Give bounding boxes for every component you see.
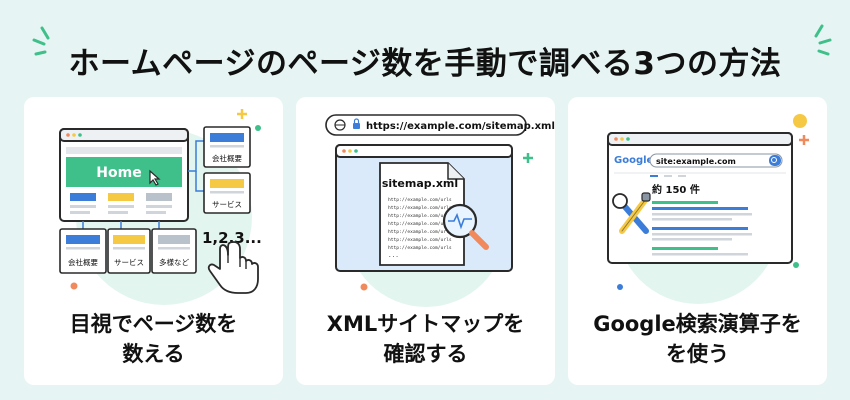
file-line: http://example.com/urls xyxy=(388,229,452,235)
plus-icon xyxy=(523,153,533,163)
lock-icon xyxy=(353,123,360,129)
sparkle-left-icon xyxy=(32,26,50,56)
plus-icon xyxy=(799,135,809,145)
method-label-line1: XMLサイトマップを xyxy=(326,312,525,336)
search-input[interactable]: site:example.com xyxy=(649,153,783,168)
method-label-line2: 確認する xyxy=(383,342,468,366)
file-name: sitemap.xml xyxy=(382,177,458,190)
file-line: http://example.com/urls xyxy=(388,213,452,219)
home-label: Home xyxy=(96,165,141,181)
page-label: サービス xyxy=(212,200,242,209)
sitemap-xml-illustration: https://example.com/sitemap.xml sitemap.… xyxy=(325,114,555,307)
result-count: 約 150 件 xyxy=(652,183,700,196)
search-icon[interactable] xyxy=(769,155,781,166)
page-label: 多様など xyxy=(159,257,189,267)
search-result-illustration: Google site:example.com 約 150 件 xyxy=(607,114,809,304)
google-logo: Google xyxy=(614,155,654,166)
method-card-google-search: Google site:example.com 約 150 件 xyxy=(568,97,827,385)
address-bar[interactable]: https://example.com/sitemap.xml xyxy=(325,114,555,136)
file-line: http://example.com/urls xyxy=(388,221,452,227)
method-card-xml-sitemap: https://example.com/sitemap.xml sitemap.… xyxy=(296,97,555,385)
pointing-hand-icon xyxy=(207,241,259,294)
tools-icon xyxy=(612,192,651,234)
page-thumbnail-company: 会社概要 xyxy=(203,126,251,168)
method-label-line2: を使う xyxy=(666,342,729,366)
count-text: 1,2,3... xyxy=(202,229,262,247)
sparkle-right-icon xyxy=(814,24,832,56)
magnifier-icon xyxy=(442,203,489,250)
page-label: サービス xyxy=(114,258,144,267)
page-title: ホームページのページ数を手動で調べる3つの方法 xyxy=(68,46,782,82)
search-query: site:example.com xyxy=(656,157,736,166)
method-card-visual-count: Home 会社概要 サー xyxy=(24,97,283,385)
method-label: XMLサイトマップを 確認する xyxy=(296,309,555,369)
file-dots: ... xyxy=(388,252,399,259)
plus-icon xyxy=(237,109,247,119)
page-thumbnail-service: サービス xyxy=(203,172,251,214)
file-line: http://example.com/urls xyxy=(388,197,452,203)
sitemap-illustration: Home 会社概要 サー xyxy=(59,109,262,305)
file-line: http://example.com/urls xyxy=(388,237,452,243)
page-label: 会社概要 xyxy=(68,257,98,267)
url-text: https://example.com/sitemap.xml xyxy=(366,121,555,132)
file-line: http://example.com/urls xyxy=(388,205,452,211)
cursor-icon xyxy=(149,169,161,186)
page-label: 会社概要 xyxy=(212,153,242,163)
method-label: Google検索演算子を を使う xyxy=(568,309,827,369)
page-thumbnail-company-2: 会社概要 xyxy=(59,228,107,274)
method-label-line1: 目視でページ数を xyxy=(69,312,238,336)
method-label-line1: Google検索演算子を xyxy=(593,312,802,336)
method-label-line2: 数える xyxy=(122,342,185,366)
browser-window: Google site:example.com 約 150 件 xyxy=(607,132,793,264)
browser-window: Home xyxy=(59,128,189,222)
file-line: http://example.com/urls xyxy=(388,245,452,251)
method-label: 目視でページ数を 数える xyxy=(24,309,283,369)
page-thumbnail-service-2: サービス xyxy=(107,228,151,274)
page-thumbnail-other: 多様など xyxy=(151,228,197,274)
